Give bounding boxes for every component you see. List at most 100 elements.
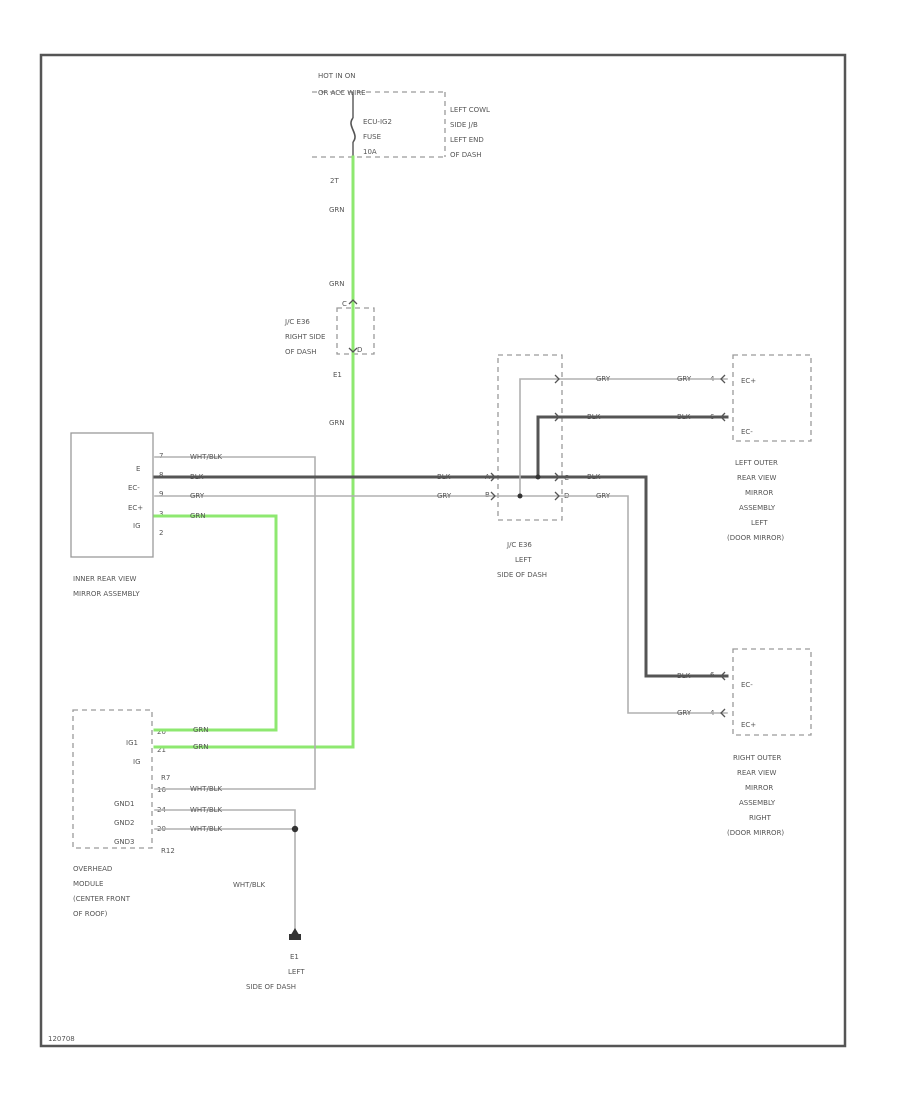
ground-label-line1: E1 [290, 953, 299, 961]
inner-mirror-pin-num-5: 2 [159, 529, 163, 537]
inner-mirror-pin-num-4: 3 [159, 510, 163, 518]
right-outer-label-line6: (DOOR MIRROR) [727, 829, 784, 837]
junction-right-line1: J/C E36 [284, 318, 310, 326]
left-outer-mirror: EC+ EC- 4 6 LEFT OUTER REAR VIEW MIRROR … [710, 354, 812, 542]
left-outer-label-line6: (DOOR MIRROR) [727, 534, 784, 542]
inner-mirror-pin-num-1: 7 [159, 452, 163, 460]
wire-wht-blk-gnd1 [154, 809, 296, 829]
fuse-symbol [350, 117, 356, 143]
splice-dot-left-jc-2 [535, 474, 541, 480]
overhead-label-line3: (CENTER FRONT [73, 895, 131, 903]
label-grn-3: GRN [329, 419, 345, 427]
right-outer-pin-ec-minus: EC- [741, 681, 753, 689]
right-outer-label-line1: RIGHT OUTER [733, 754, 781, 762]
label-gry-right-2: GRY [677, 709, 692, 717]
inner-mirror-pin-num-3: 9 [159, 490, 163, 498]
label-blk-inner: BLK [190, 473, 204, 481]
left-outer-label-line4: ASSEMBLY [739, 504, 776, 512]
connector-markers [348, 299, 726, 718]
label-wht-blk-overhead-3: WHT/BLK [190, 825, 223, 833]
page-code: 120708 [48, 1035, 75, 1043]
overhead-pin-num-3: 16 [157, 786, 166, 794]
label-grn-overhead-1: GRN [193, 726, 209, 734]
junction-right-pin-bottom: D [357, 346, 362, 354]
label-blk-jc: BLK [437, 473, 451, 481]
ground-wire-label: WHT/BLK [233, 881, 266, 889]
wire-wht-blk-e [154, 456, 316, 790]
label-gry-left-2: GRY [677, 375, 692, 383]
wire-gry-splice-left-mirror [519, 378, 728, 497]
overhead-pin-ig: IG [133, 758, 141, 766]
inner-mirror-label-line2: MIRROR ASSEMBLY [73, 590, 140, 598]
wire-grn-ig-loop [153, 514, 278, 732]
fuse-block: HOT IN ON OR ACC WIRE ECU-IG2 FUSE 10A L… [312, 72, 490, 185]
junction-left-line1: J/C E36 [506, 541, 532, 549]
label-gry-jc: GRY [437, 492, 452, 500]
overhead-label-line4: OF ROOF) [73, 910, 108, 918]
label-wht-blk-overhead-2: WHT/BLK [190, 806, 223, 814]
jb-label-line4: OF DASH [450, 151, 482, 159]
junction-right-below: E1 [333, 371, 342, 379]
overhead-pin-gnd2: GND2 [114, 819, 135, 827]
left-outer-label-line5: LEFT [751, 519, 768, 527]
label-gry-right-1: GRY [596, 492, 611, 500]
overhead-pin-num-2: 21 [157, 746, 166, 754]
wire-gry-ec-plus-trunk [154, 495, 728, 714]
left-outer-label-line2: REAR VIEW [737, 474, 776, 482]
ground-symbol [289, 928, 301, 940]
junction-left-pin-b: B [485, 491, 490, 499]
overhead-pin-num-1: 20 [157, 728, 166, 736]
junction-left-line3: SIDE OF DASH [497, 571, 547, 579]
right-outer-label-line4: ASSEMBLY [739, 799, 776, 807]
overhead-pin-gnd3: GND3 [114, 838, 135, 846]
wire-blk-splice-left-mirror [536, 415, 729, 479]
jb-label-line2: SIDE J/B [450, 121, 478, 129]
junction-left-side: J/C E36 LEFT SIDE OF DASH A B C D [485, 354, 569, 579]
splice-dot-gnd [291, 825, 299, 833]
hot-label-line2: OR ACC WIRE [318, 89, 366, 97]
overhead-connector-top: R7 [161, 774, 170, 782]
left-outer-label-line3: MIRROR [745, 489, 773, 497]
ground-label-line2: LEFT [288, 968, 305, 976]
splice-dot-left-jc-1 [517, 493, 523, 499]
label-grn-inner: GRN [190, 512, 206, 520]
inner-mirror-label-line1: INNER REAR VIEW [73, 575, 136, 583]
right-outer-pin-ec-plus: EC+ [741, 721, 756, 729]
label-grn-overhead-2: GRN [193, 743, 209, 751]
overhead-connector-bottom: R12 [161, 847, 175, 855]
right-outer-label-line5: RIGHT [749, 814, 772, 822]
wire-grn-power-feed [153, 155, 355, 749]
overhead-label-line2: MODULE [73, 880, 103, 888]
label-grn-2: GRN [329, 280, 345, 288]
junction-right-pin-top: C [342, 300, 347, 308]
inner-mirror-pin-e: E [136, 465, 140, 473]
left-outer-pin-ec-plus: EC+ [741, 377, 756, 385]
label-grn-1: GRN [329, 206, 345, 214]
jb-label-line1: LEFT COWL [450, 106, 490, 114]
fuse-label-line3: 10A [363, 148, 377, 156]
hot-label-line1: HOT IN ON [318, 72, 356, 80]
diagram-frame [39, 53, 847, 1048]
junction-right-line3: OF DASH [285, 348, 317, 356]
inner-rear-view-mirror: E EC- EC+ IG 7 8 9 3 2 INNER REAR VIEW M… [70, 432, 163, 598]
junction-right-line2: RIGHT SIDE [285, 333, 325, 341]
jb-label-line3: LEFT END [450, 136, 484, 144]
label-gry-left-1: GRY [596, 375, 611, 383]
overhead-module: IG1 IG GND1 GND2 GND3 R7 R12 20 21 16 24… [72, 709, 175, 918]
overhead-pin-ig1: IG1 [126, 739, 138, 747]
fuse-pin-num: 2T [330, 177, 339, 185]
label-gry-inner: GRY [190, 492, 205, 500]
inner-mirror-pin-ig: IG [133, 522, 141, 530]
left-outer-label-line1: LEFT OUTER [735, 459, 778, 467]
ground-label-line3: SIDE OF DASH [246, 983, 296, 991]
right-outer-label-line2: REAR VIEW [737, 769, 776, 777]
left-outer-pin-ec-minus: EC- [741, 428, 753, 436]
label-blk-left-1: BLK [587, 413, 601, 421]
inner-mirror-pin-ec-minus: EC- [128, 484, 140, 492]
label-wht-blk-overhead-1: WHT/BLK [190, 785, 223, 793]
fuse-label-line1: ECU-IG2 [363, 118, 392, 126]
junction-right-side: J/C E36 RIGHT SIDE OF DASH C D E1 [284, 300, 375, 379]
overhead-label-line1: OVERHEAD [73, 865, 112, 873]
overhead-pin-gnd1: GND1 [114, 800, 135, 808]
